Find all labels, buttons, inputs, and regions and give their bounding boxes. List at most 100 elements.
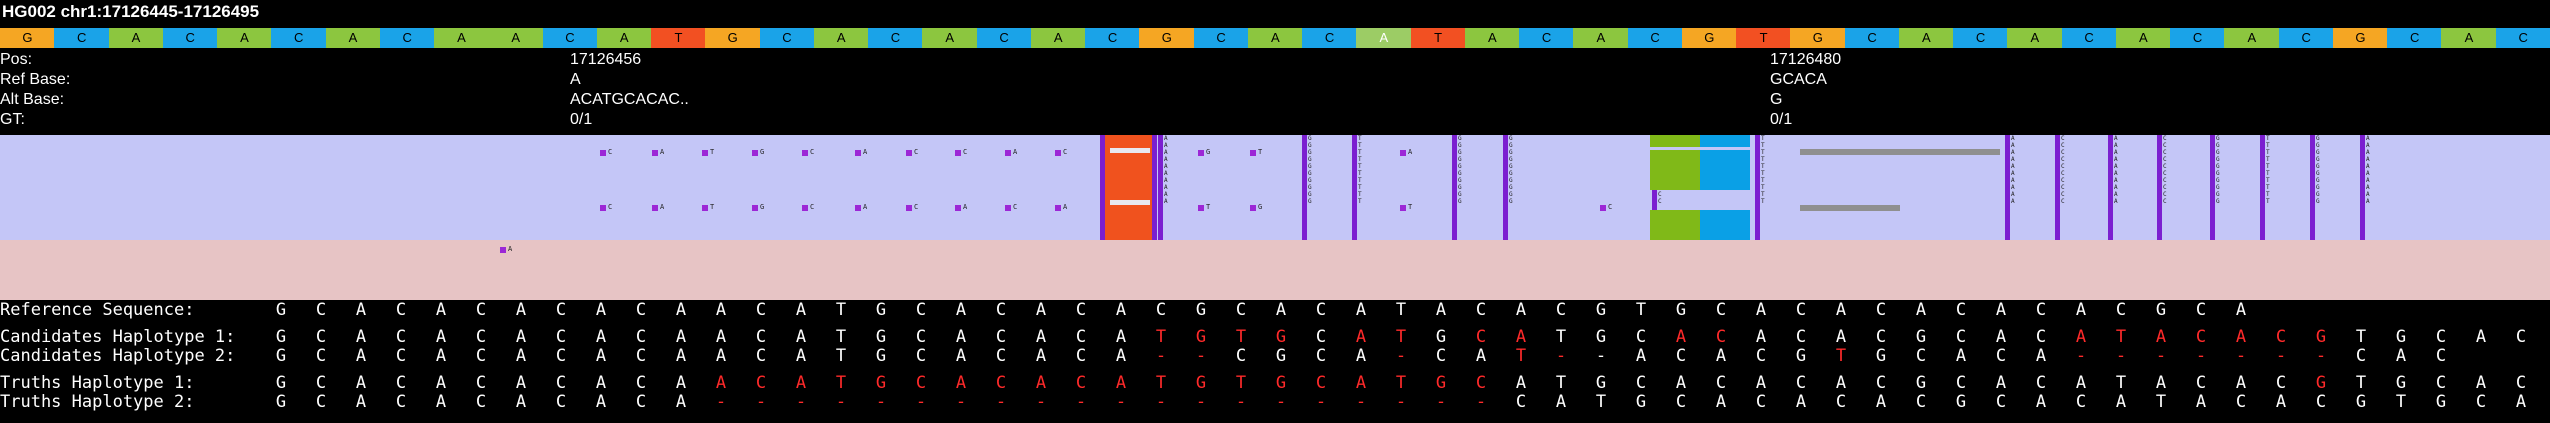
truths-haplotype-1-label: Truths Haplotype 1: [0, 373, 195, 393]
read-mark [802, 205, 808, 211]
reference-base-cell: A [325, 28, 381, 48]
sequence-base: A [355, 327, 367, 347]
sequence-base: A [2235, 300, 2247, 320]
sequence-base: C [395, 392, 407, 412]
reference-base-cell: C [162, 28, 218, 48]
sequence-base: T [2115, 373, 2127, 393]
read-mark [1198, 205, 1204, 211]
sequence-base: T [2115, 327, 2127, 347]
variant-info-panel: Pos: Ref Base: Alt Base: GT: 17126456 A … [0, 50, 2550, 132]
read-mark-label: G [760, 148, 765, 156]
sequence-base: A [515, 346, 527, 366]
sequence-base: C [635, 300, 647, 320]
reference-base-cell: C [1193, 28, 1249, 48]
sequence-base: C [2275, 373, 2287, 393]
column-bases: AAAAAAAAAA [2366, 135, 2370, 205]
sequence-base: C [395, 300, 407, 320]
reference-base-cell: C [868, 28, 923, 48]
sequence-base: A [2235, 373, 2247, 393]
sequence-base: G [1955, 392, 1967, 412]
read-mark-label: A [508, 245, 513, 253]
sequence-base: A [2075, 327, 2087, 347]
sequence-base: C [2195, 327, 2207, 347]
read-mark-label: A [863, 203, 868, 211]
sequence-base: C [395, 373, 407, 393]
read-mark [702, 150, 708, 156]
sequence-base: C [635, 327, 647, 347]
sequence-base: G [275, 392, 287, 412]
column-bases: AAAAAAAAAA [2011, 135, 2015, 205]
sequence-base: A [595, 327, 607, 347]
sequence-base: C [1915, 346, 1927, 366]
candidates-haplotype-1-label: Candidates Haplotype 1: [0, 327, 236, 347]
column-bases: GGGGGGGGGG [2216, 135, 2220, 205]
sequence-base: A [1915, 300, 1927, 320]
column-bases: GGGGGGGGGG [1308, 135, 1312, 205]
column-bar [2210, 135, 2215, 240]
reference-base-cell: G [1681, 28, 1737, 48]
column-bases: CCCCCCCCCC [2061, 135, 2065, 205]
sequence-base: A [595, 373, 607, 393]
reference-base-cell: C [759, 28, 815, 48]
column-bases: GGGGGGGGGG [1458, 135, 1462, 205]
sequence-base: C [755, 300, 767, 320]
haplotype-sequence-panel: Reference Sequence: Candidates Haplotype… [0, 300, 2550, 423]
read-mark-label: G [1206, 148, 1211, 156]
reference-base-cell: C [1844, 28, 1900, 48]
reference-base-cell: G [0, 28, 55, 48]
sequence-base: G [2315, 373, 2327, 393]
sequence-base: C [1715, 300, 1727, 320]
sequence-base: A [1755, 373, 1767, 393]
reference-base-cell: G [705, 28, 761, 48]
sequence-base: A [795, 346, 807, 366]
read-mark-label: T [1258, 148, 1263, 156]
column-bar [1452, 135, 1457, 240]
window-title: HG002 chr1:17126445-17126495 [2, 2, 260, 21]
sequence-base: A [1755, 300, 1767, 320]
sequence-base: G [1595, 300, 1607, 320]
sequence-base: A [355, 392, 367, 412]
read-mark [1198, 150, 1204, 156]
reference-base-cell: A [434, 28, 489, 48]
reference-base-cell: C [2387, 28, 2443, 48]
read-mark [652, 205, 658, 211]
sequence-base: C [1235, 300, 1247, 320]
sequence-base: T [835, 373, 847, 393]
sequence-base: A [675, 373, 687, 393]
reference-base-cell: C [2061, 28, 2117, 48]
sequence-base: C [1675, 346, 1687, 366]
sequence-base: G [1435, 327, 1447, 347]
sequence-base: C [2435, 373, 2447, 393]
sequence-base: A [1635, 346, 1647, 366]
sequence-base: C [475, 346, 487, 366]
read-mark [600, 205, 606, 211]
sequence-base: A [1995, 373, 2007, 393]
candidates-haplotype-2-label: Candidates Haplotype 2: [0, 346, 236, 366]
sequence-base: - [2315, 346, 2327, 366]
sequence-base: A [355, 346, 367, 366]
sequence-base: A [595, 300, 607, 320]
sequence-base: A [1475, 346, 1487, 366]
reference-base-cell: A [1464, 28, 1520, 48]
sequence-base: - [1195, 392, 1207, 412]
reference-base-cell: T [651, 28, 706, 48]
sequence-base: C [1235, 346, 1247, 366]
sequence-base: A [675, 300, 687, 320]
sequence-base: - [1155, 392, 1167, 412]
sequence-base: A [1835, 300, 1847, 320]
sequence-base: A [1355, 346, 1367, 366]
sequence-base: C [315, 392, 327, 412]
sequence-base: T [1235, 327, 1247, 347]
read-mark-label: C [914, 203, 919, 211]
sequence-base: C [1915, 392, 1927, 412]
read-mark-label: A [660, 203, 665, 211]
sequence-base: C [2315, 392, 2327, 412]
column-bar [2055, 135, 2060, 240]
sequence-base: G [275, 300, 287, 320]
sequence-base: C [1475, 300, 1487, 320]
sequence-base: C [475, 373, 487, 393]
read-mark-label: C [914, 148, 919, 156]
sequence-base: C [475, 327, 487, 347]
sequence-base: G [1195, 373, 1207, 393]
sequence-base: A [595, 392, 607, 412]
